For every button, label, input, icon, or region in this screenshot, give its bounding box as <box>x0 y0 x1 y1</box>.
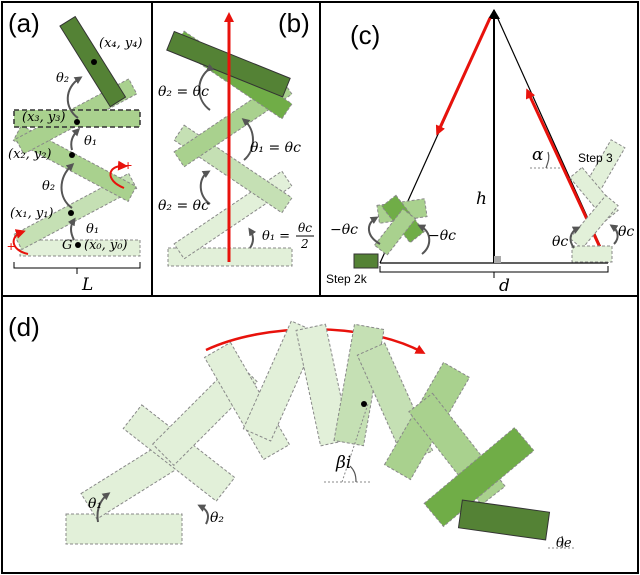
panel-label-c: (c) <box>350 20 380 50</box>
label-x4y4: (x₄, y₄) <box>99 36 143 51</box>
c-neg-theta-left: −θc <box>330 222 358 238</box>
link-1 <box>13 172 138 251</box>
d-theta1: θ₁ <box>88 496 102 512</box>
c-theta-c-2: θc <box>618 224 634 240</box>
panel-label-d: (d) <box>8 312 40 342</box>
plus-left: + <box>7 238 15 254</box>
c-neg-theta-right: −θc <box>428 228 456 244</box>
c-red-left <box>435 17 492 136</box>
label-a-theta1-mid: θ₁ <box>84 134 97 149</box>
panel-a: (a) (x₄, y₄) (x₃, y₃) (x₂, y₂) (x₁, y₁) … <box>7 8 143 295</box>
label-a-theta1-low: θ₁ <box>86 222 99 237</box>
plus-right: + <box>124 157 132 173</box>
label-a-theta2-top: θ₂ <box>56 71 69 86</box>
b-eq-base-den: 2 <box>300 237 309 251</box>
label-x2y2: (x₂, y₂) <box>8 147 52 162</box>
c-theta-c-1: θc <box>552 234 568 250</box>
panel-c: (c) −θc −θc Step 2k θc θc Step 3 <box>326 9 634 296</box>
c-alpha: α <box>532 145 544 165</box>
b-link-1 <box>173 170 293 260</box>
d-beta-i: βi <box>335 453 351 473</box>
c-d: d <box>499 276 510 296</box>
b-eq-base-num: θc <box>298 221 312 235</box>
d-theta-e: θe <box>556 536 572 551</box>
label-L: L <box>81 275 93 295</box>
c-step3: Step 3 <box>578 151 613 165</box>
b-eq-top: θ₂ = θc <box>158 84 209 100</box>
panel-b: (b) θ₂ = θc θ₁ = θc θ₂ = θc θ₁ = θc 2 <box>158 8 314 267</box>
label-a-theta2-low: θ₂ <box>42 179 55 194</box>
b-eq-low: θ₂ = θc <box>158 198 209 214</box>
panel-label-b: (b) <box>278 8 310 38</box>
c-h: h <box>476 189 487 209</box>
c-step2k: Step 2k <box>326 272 368 286</box>
label-x1y1: (x₁, y₁) <box>10 206 54 221</box>
b-eq-mid: θ₁ = θc <box>250 140 301 156</box>
label-x0y0: (x₀, y₀) <box>84 238 128 253</box>
b-eq-base-lhs: θ₁ = <box>262 229 290 244</box>
link-0 <box>19 239 141 257</box>
panel-d: (d) βi θ₁ θ₂ θe <box>8 312 574 551</box>
d-theta2: θ₂ <box>210 510 224 526</box>
panel-frame-d <box>1 295 639 574</box>
label-G: G <box>62 238 72 253</box>
panel-label-a: (a) <box>8 8 40 38</box>
label-x3y3: (x₃, y₃) <box>22 110 66 125</box>
